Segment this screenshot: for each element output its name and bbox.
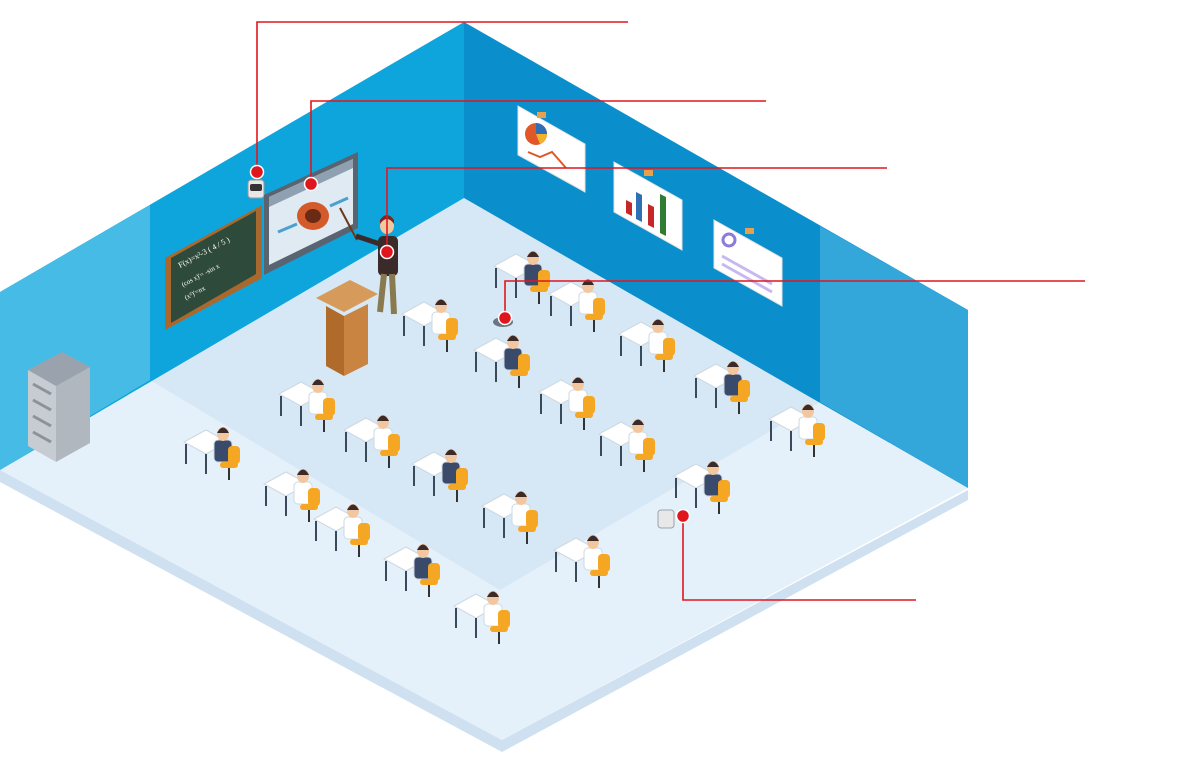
student-desk (400, 299, 458, 352)
callout-teacher-dot (379, 244, 395, 260)
wall-chart-pie (517, 105, 586, 193)
student-desk (672, 461, 730, 514)
callout-camera-line (256, 21, 628, 172)
callout-dots (249, 164, 691, 524)
student-desk (182, 427, 240, 480)
callout-device-dot (675, 508, 691, 524)
right-wall-glass (820, 226, 968, 488)
podium (316, 280, 378, 376)
floor-shadow (150, 198, 820, 590)
student-desk (552, 535, 610, 588)
student-desks (182, 251, 825, 644)
callout-device-line (682, 516, 916, 601)
callout-microphone-dot (497, 310, 513, 326)
student-desk (692, 361, 750, 414)
student-desk (537, 377, 595, 430)
student-desk (767, 404, 825, 457)
student-desk (342, 415, 400, 468)
student-desk (312, 504, 370, 557)
student-desk (277, 379, 335, 432)
blackboard: F(x)=x²-3 ( 4 / 5 ) (cos x)'= -sin x (x²… (165, 205, 262, 330)
student-desk (382, 544, 440, 597)
floor-device (657, 509, 675, 529)
wall-chart-bars (613, 161, 683, 251)
student-desk (617, 319, 675, 372)
camera-icon (247, 179, 265, 199)
student-desk (262, 469, 320, 522)
callouts (256, 21, 1085, 601)
callout-display-line (310, 100, 766, 184)
callout-teacher-line (386, 167, 887, 252)
callout-display-dot (303, 176, 319, 192)
student-desk (472, 335, 530, 388)
wall-chart-info (713, 219, 783, 307)
student-desk (410, 449, 468, 502)
student-desk (480, 491, 538, 544)
student-desk (547, 279, 605, 332)
student-desk (597, 419, 655, 472)
student-desk (452, 591, 510, 644)
server-rack (28, 352, 90, 462)
callout-microphone-line (504, 280, 1085, 318)
callout-camera-dot (249, 164, 265, 180)
